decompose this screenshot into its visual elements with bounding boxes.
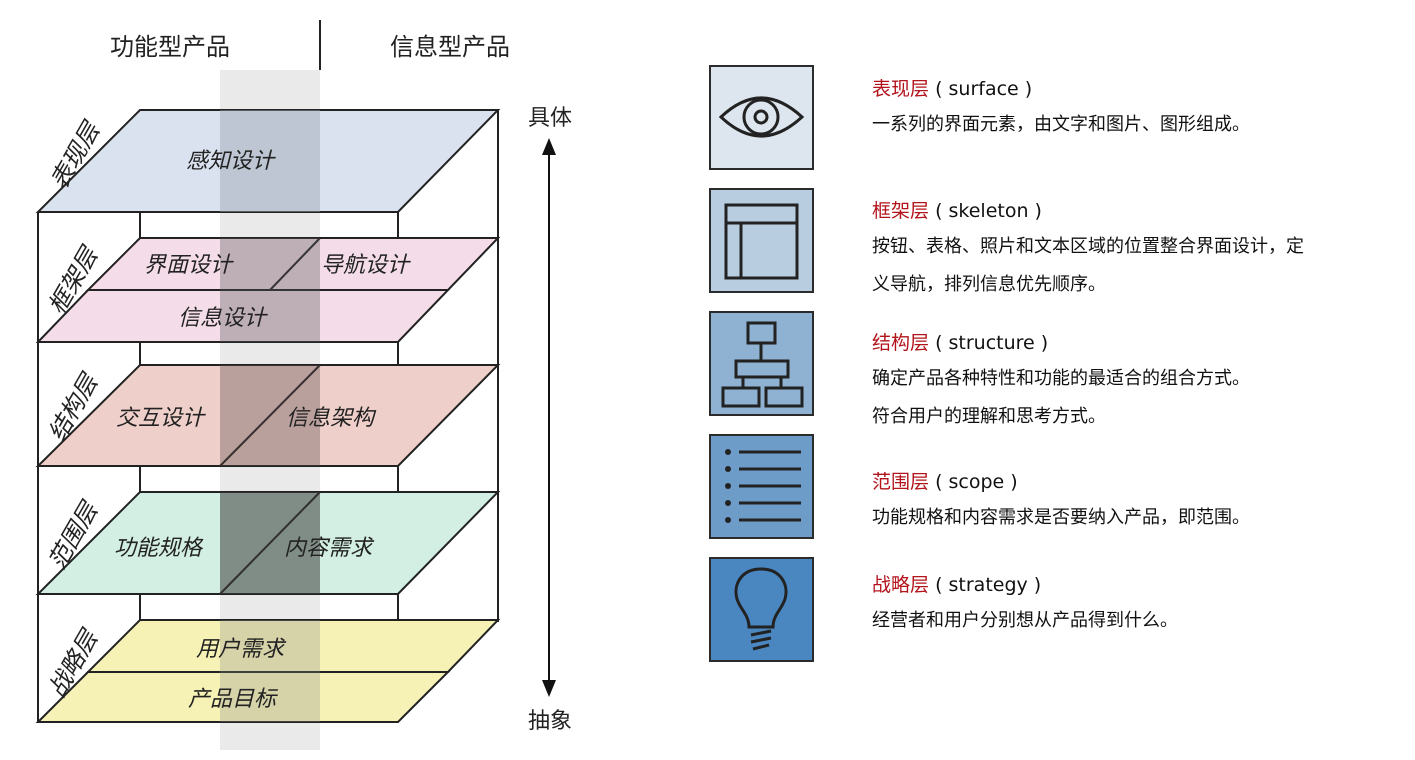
legend-title-en-skeleton: ( skeleton ) xyxy=(935,200,1042,222)
hierarchy-chart-icon xyxy=(721,321,804,408)
five-planes-diagram: 功能型产品 信息型产品 感知设计 界面设计 导航设计 信息设计 交互设计 信息架… xyxy=(35,20,572,750)
legend-desc-structure-line2: 符合用户的理解和思考方式。 xyxy=(872,406,1106,427)
list-icon xyxy=(725,449,801,523)
legend-title-structure: 结构层 xyxy=(872,332,930,354)
legend-desc-skeleton-line1: 按钮、表格、照片和文本区域的位置整合界面设计，定 xyxy=(872,236,1304,257)
legend-desc-scope: 功能规格和内容需求是否要纳入产品，即范围。 xyxy=(872,507,1250,528)
plane-scope: 功能规格 内容需求 xyxy=(35,491,501,595)
lightbulb-icon xyxy=(734,567,788,651)
legend-desc-skeleton-line2: 义导航，排列信息优先顺序。 xyxy=(872,274,1106,295)
legend-desc-surface: 一系列的界面元素，由文字和图片、图形组成。 xyxy=(872,114,1250,135)
legend-title-scope: 范围层 xyxy=(872,471,930,493)
legend-title-en-structure: ( structure ) xyxy=(935,332,1049,354)
plane-structure: 交互设计 信息架构 xyxy=(35,364,501,467)
legend-icon-skeleton xyxy=(709,188,814,293)
legend-icon-scope xyxy=(709,434,814,539)
legend-item-strategy: 战略层 ( strategy ) 经营者和用户分别想从产品得到什么。 xyxy=(872,572,1402,640)
plane-label-interface-design: 界面设计 xyxy=(144,253,234,278)
plane-label-navigation-design: 导航设计 xyxy=(321,253,411,278)
plane-strategy: 用户需求 产品目标 xyxy=(35,619,501,723)
legend-title-en-strategy: ( strategy ) xyxy=(935,574,1042,596)
plane-label-information-architecture: 信息架构 xyxy=(286,406,377,431)
concrete-abstract-axis xyxy=(542,138,556,697)
plane-label-user-needs: 用户需求 xyxy=(196,637,287,662)
header-functional-product: 功能型产品 xyxy=(110,33,230,61)
plane-label-perception-design: 感知设计 xyxy=(186,149,276,174)
legend-title-en-surface: ( surface ) xyxy=(935,78,1033,100)
plane-label-interaction-design: 交互设计 xyxy=(116,406,206,431)
legend-title-surface: 表现层 xyxy=(872,78,930,100)
eye-icon xyxy=(718,96,805,138)
legend-title-strategy: 战略层 xyxy=(872,574,930,596)
plane-label-information-design: 信息设计 xyxy=(178,306,268,331)
header-information-product: 信息型产品 xyxy=(390,33,510,61)
wireframe-layout-icon xyxy=(724,203,799,280)
legend-desc-structure-line1: 确定产品各种特性和功能的最适合的组合方式。 xyxy=(872,368,1250,389)
legend-item-surface: 表现层 ( surface ) 一系列的界面元素，由文字和图片、图形组成。 xyxy=(872,76,1402,144)
plane-label-content-requirements: 内容需求 xyxy=(284,536,375,561)
plane-surface: 感知设计 xyxy=(35,109,501,213)
legend-desc-strategy: 经营者和用户分别想从产品得到什么。 xyxy=(872,610,1178,631)
legend-icon-structure xyxy=(709,311,814,416)
legend-item-skeleton: 框架层 ( skeleton ) 按钮、表格、照片和文本区域的位置整合界面设计，… xyxy=(872,198,1402,304)
legend-item-structure: 结构层 ( structure ) 确定产品各种特性和功能的最适合的组合方式。 … xyxy=(872,330,1402,436)
plane-label-functional-spec: 功能规格 xyxy=(114,536,204,561)
legend-item-scope: 范围层 ( scope ) 功能规格和内容需求是否要纳入产品，即范围。 xyxy=(872,469,1402,537)
legend-icon-surface xyxy=(709,65,814,170)
legend-title-en-scope: ( scope ) xyxy=(935,471,1018,493)
plane-skeleton: 界面设计 导航设计 信息设计 xyxy=(35,237,501,343)
axis-label-concrete: 具体 xyxy=(528,106,572,131)
axis-label-abstract: 抽象 xyxy=(528,709,572,734)
plane-label-product-objectives: 产品目标 xyxy=(188,687,279,712)
legend-title-skeleton: 框架层 xyxy=(872,200,930,222)
legend-icon-strategy xyxy=(709,557,814,662)
